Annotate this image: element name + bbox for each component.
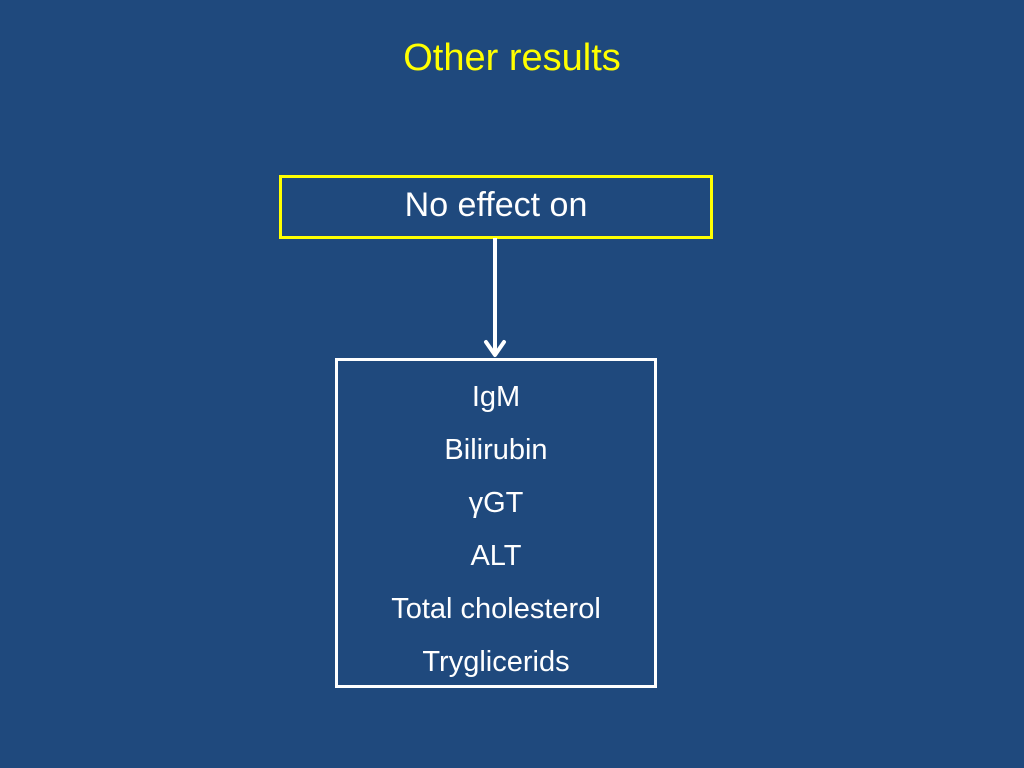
parameters-box: IgM Bilirubin γGT ALT Total cholesterol … — [335, 358, 657, 688]
down-arrow-icon — [484, 238, 506, 357]
slide-title: Other results — [403, 37, 621, 79]
parameter-igm: IgM — [471, 381, 521, 413]
parameter-alt: ALT — [470, 540, 522, 572]
parameter-ggt: γGT — [468, 487, 524, 519]
parameters-list: IgM Bilirubin γGT ALT Total cholesterol … — [338, 361, 654, 689]
no-effect-box: No effect on — [279, 175, 713, 239]
parameter-total-cholesterol: Total cholesterol — [391, 593, 601, 625]
parameter-bilirubin: Bilirubin — [444, 434, 548, 466]
no-effect-label: No effect on — [404, 186, 588, 224]
parameter-tryglicerids: Tryglicerids — [422, 646, 570, 678]
